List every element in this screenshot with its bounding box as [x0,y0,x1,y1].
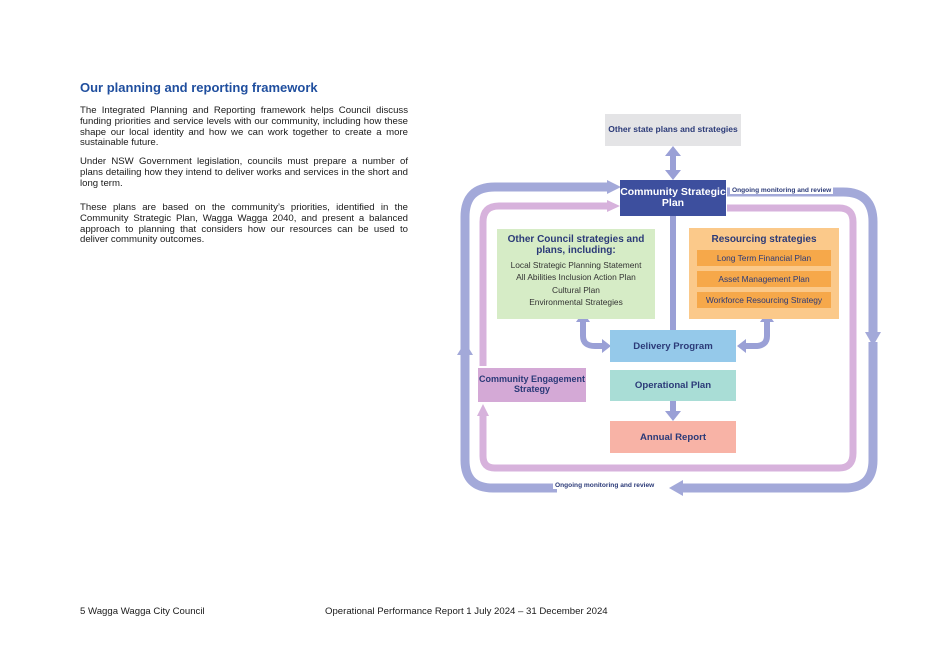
inner-loop-arrowhead-top [607,200,620,212]
inner-loop-top-left [479,202,610,366]
outer-loop-arrowhead-left [457,342,473,355]
left-bend-arrowhead [602,339,611,353]
monitoring-label-top: Ongoing monitoring and review [730,187,834,194]
intro-paragraph-2: Under NSW Government legislation, counci… [80,156,408,189]
outer-loop-left [460,182,610,355]
other-council-item: Local Strategic Planning Statement [510,260,642,270]
other-council-item: Environmental Strategies [529,296,623,307]
outer-loop-arrowhead-bottom [669,480,683,496]
operational-annual-arrowhead [665,411,681,421]
resourcing-item: Asset Management Plan [697,271,831,287]
other-council-strategies-box: Other Council strategies and plans, incl… [497,229,655,319]
monitoring-label-bottom: Ongoing monitoring and review [553,482,657,489]
resourcing-item: Workforce Resourcing Strategy [697,292,831,308]
community-strategic-plan-box: Community Strategic Plan [620,180,726,216]
state-plans-box: Other state plans and strategies [605,114,741,146]
footer-page-label: 5 Wagga Wagga City Council [80,606,205,617]
operational-plan-box: Operational Plan [610,370,736,401]
outer-loop-arrowhead-top [607,180,621,194]
state-csp-arrowhead-down [665,170,681,180]
footer-report-title: Operational Performance Report 1 July 20… [325,606,608,617]
resourcing-item: Long Term Financial Plan [697,250,831,266]
right-bend-arrowhead [737,339,746,353]
intro-paragraph-1: The Integrated Planning and Reporting fr… [80,105,408,149]
other-council-item: All Abilities Inclusion Action Plan [516,272,636,283]
right-bend-connector [745,319,770,349]
resourcing-strategies-box: Resourcing strategies Long Term Financia… [689,228,839,319]
left-bend-connector [580,319,603,349]
ipr-framework-diagram: Other state plans and strategies Communi… [455,110,885,500]
resourcing-strategies-title: Resourcing strategies [711,234,817,245]
outer-loop-arrowhead-right [865,332,881,346]
outer-loop-right-top [727,187,878,335]
outer-loop-bottom-left [460,355,557,493]
outer-loop-bottom [680,342,878,493]
inner-loop-arrowhead-up [477,404,489,416]
other-council-strategies-title: Other Council strategies and plans, incl… [507,234,645,256]
diagram-connectors [457,146,881,496]
state-csp-arrowhead-up [665,146,681,156]
delivery-program-box: Delivery Program [610,330,736,362]
annual-report-box: Annual Report [610,421,736,453]
intro-paragraph-3: These plans are based on the community’s… [80,202,408,246]
section-heading: Our planning and reporting framework [80,80,318,95]
inner-loop-right [479,204,857,472]
other-council-item: Cultural Plan [552,284,600,295]
community-engagement-strategy-box: Community Engagement Strategy [478,368,586,402]
